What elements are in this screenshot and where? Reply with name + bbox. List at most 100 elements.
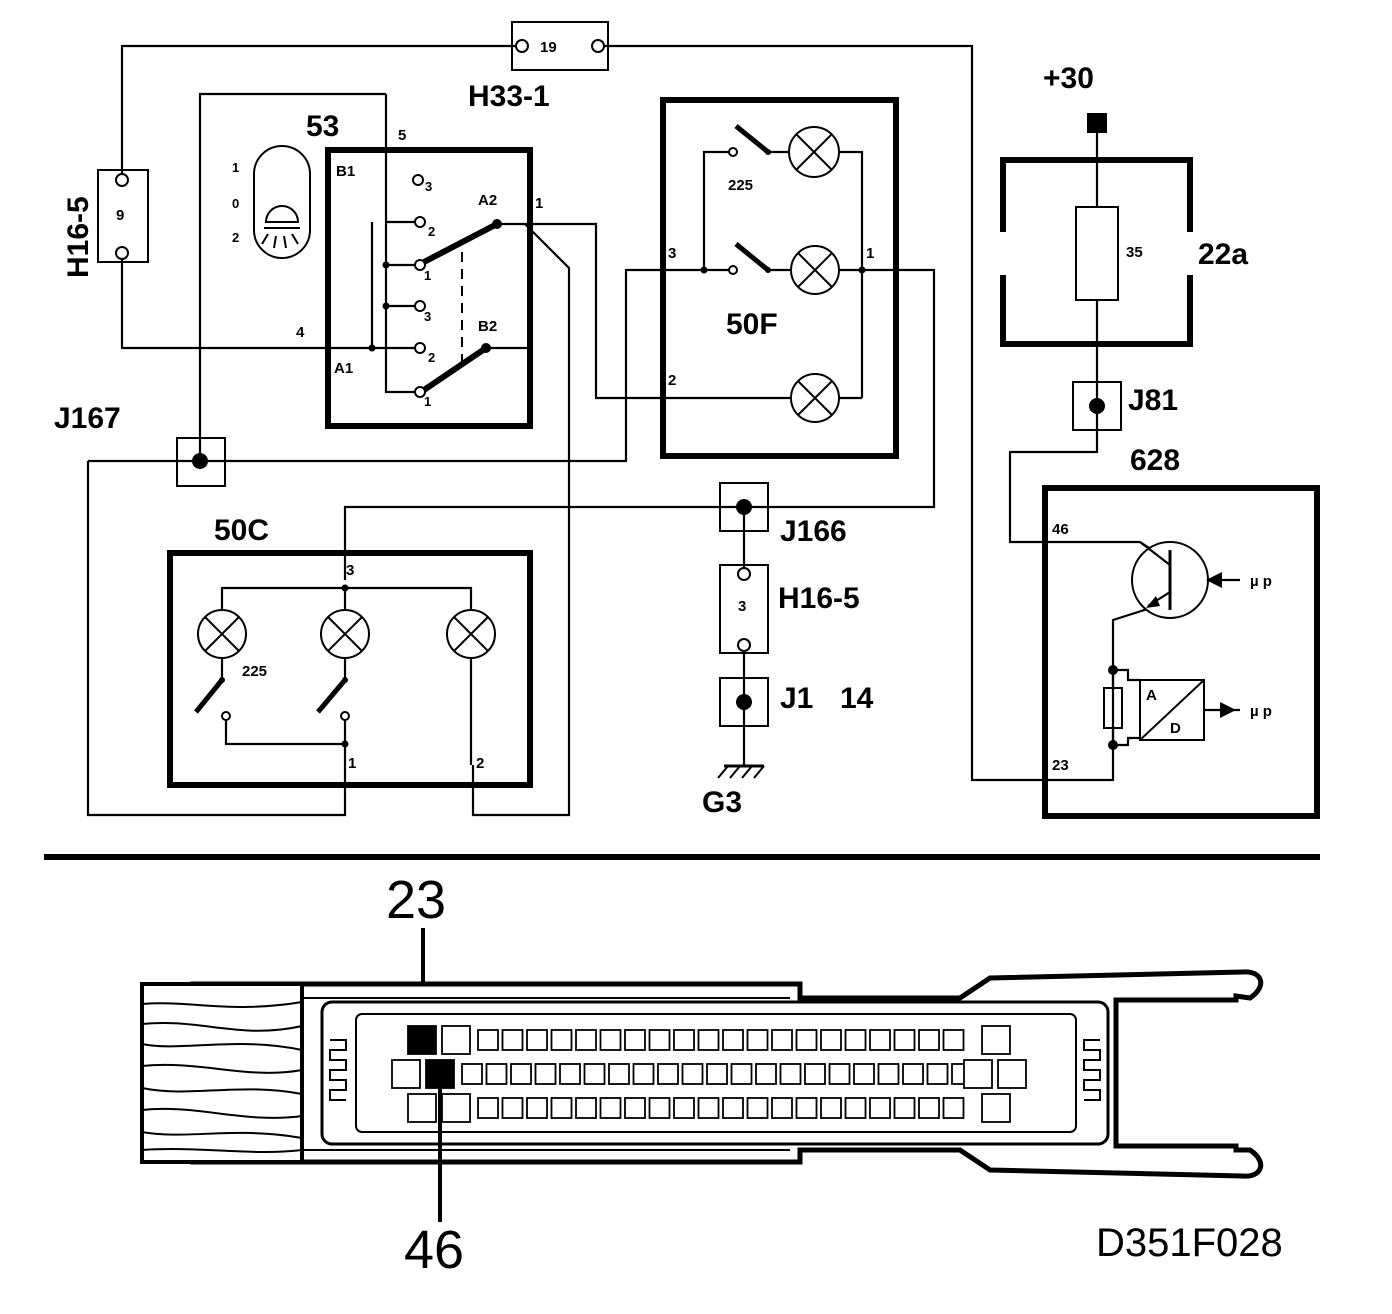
- connector-pin: [981, 1093, 1011, 1123]
- connector-pin: [648, 1097, 671, 1119]
- ad-d-label: D: [1170, 720, 1181, 737]
- connector-pin: [550, 1029, 573, 1051]
- j81-label: J81: [1128, 384, 1178, 417]
- connector-pin: [722, 1029, 744, 1051]
- connector-pin: [575, 1029, 597, 1051]
- mu-p-label-1: µ p: [1250, 573, 1272, 590]
- connector-h16-5-mid: 3 H16-5: [719, 564, 860, 654]
- wires: [86, 44, 1171, 817]
- lamp-50f-label: 50F: [726, 308, 778, 341]
- switch-a1-label: A1: [334, 360, 353, 377]
- connector-pin: [963, 1059, 993, 1089]
- connector-pin: [477, 1097, 499, 1119]
- bulb-icon: [197, 609, 247, 659]
- switch-a2-label: A2: [478, 192, 497, 209]
- lamp-50f-pin1: 1: [866, 245, 874, 262]
- connector-pin: [877, 1063, 900, 1085]
- connector-pin: [510, 1063, 532, 1085]
- power-supply: +30: [1043, 62, 1107, 133]
- switch-b1-label: B1: [336, 163, 355, 180]
- junction-j1: J1 14: [719, 677, 874, 727]
- connector-pin: [942, 1097, 965, 1119]
- connector-pin: [844, 1029, 867, 1051]
- switch-b2-label: B2: [478, 318, 497, 335]
- connector-pin: [697, 1097, 720, 1119]
- sw-pos-1: 1: [232, 160, 239, 175]
- connector-pin: [461, 1063, 483, 1085]
- ecu-pin46: 46: [1052, 521, 1069, 538]
- ecu-connector-illustration: 23 46: [140, 870, 1264, 1280]
- lamp-50c-pin1: 1: [348, 755, 356, 772]
- connector-pin: [828, 1063, 851, 1085]
- transistor-icon: µ p: [1131, 541, 1272, 619]
- connector-pin-top-label: 23: [386, 870, 446, 930]
- pin-row-top: [441, 1025, 1011, 1055]
- ecu-pin23: 23: [1052, 757, 1069, 774]
- connector-pin: [926, 1063, 949, 1085]
- lamp-50c-label: 50C: [214, 514, 269, 547]
- connector-pin: [981, 1025, 1011, 1055]
- bulb-icon: [320, 609, 370, 659]
- connector-pin: [391, 1059, 421, 1089]
- ad-converter-icon: A D µ p: [1139, 679, 1272, 741]
- connector-pin: [902, 1063, 924, 1085]
- connector-pin: [697, 1029, 720, 1051]
- bulb-icon: [790, 373, 840, 423]
- connector-pin: [583, 1063, 606, 1085]
- connector-pin: [575, 1097, 597, 1119]
- lamp-50f-pin2: 2: [668, 372, 676, 389]
- connector-pin: [624, 1029, 646, 1051]
- connector-pin: [869, 1029, 891, 1051]
- connector-pin: [730, 1063, 753, 1085]
- j167-label: J167: [54, 402, 121, 435]
- connector-pin: [477, 1029, 499, 1051]
- connector-h33-pin: 19: [540, 39, 557, 56]
- j1-label: J1: [780, 682, 813, 715]
- connector-pin: [681, 1063, 704, 1085]
- pin-23-highlight: [407, 1025, 437, 1055]
- connector-pin: [526, 1097, 548, 1119]
- bulb-icon: [788, 126, 840, 178]
- junction-j166: J166: [719, 482, 847, 548]
- pin-row-bottom: [407, 1093, 1011, 1123]
- connector-pin-bottom-label: 46: [404, 1220, 464, 1280]
- plus30-label: +30: [1043, 62, 1094, 95]
- connector-pin: [485, 1063, 508, 1085]
- connector-pin: [441, 1025, 471, 1055]
- connector-pin: [706, 1063, 728, 1085]
- connector-pin: [942, 1029, 965, 1051]
- connector-pin: [844, 1097, 867, 1119]
- connector-pin: [771, 1097, 793, 1119]
- lamp-50c-225: 225: [242, 663, 267, 680]
- connector-h16-5-left: 9 H16-5: [62, 169, 149, 278]
- lamp-unit-50c: 50C 225 3 1 2: [167, 514, 533, 788]
- connector-pin: [501, 1029, 524, 1051]
- bulb-icon: [446, 609, 496, 659]
- connector-pin: [795, 1097, 818, 1119]
- bulb-icon: [790, 245, 840, 295]
- connector-pin: [779, 1063, 802, 1085]
- connector-pin: [559, 1063, 581, 1085]
- connector-pin: [501, 1097, 524, 1119]
- j1-number: 14: [840, 682, 874, 715]
- connector-pin: [534, 1063, 557, 1085]
- junction-j81: J81: [1072, 381, 1178, 431]
- lamp-50f-225: 225: [728, 177, 753, 194]
- connector-pin: [673, 1097, 695, 1119]
- switch-53-label: 53: [306, 110, 339, 143]
- connector-pin: [441, 1093, 471, 1123]
- sw-o3-sub: 3: [425, 179, 432, 194]
- connector-pin: [722, 1097, 744, 1119]
- connector-pin: [673, 1029, 695, 1051]
- j166-label: J166: [780, 515, 847, 548]
- pin-row-middle: [391, 1059, 1027, 1089]
- connector-pin: [599, 1029, 622, 1051]
- connector-h33-label: H33-1: [468, 80, 550, 113]
- connector-pin: [407, 1093, 437, 1123]
- lamp-50f-pin3: 3: [668, 245, 676, 262]
- fuse-box-22a: 35 22a: [1000, 157, 1248, 347]
- connector-pin: [746, 1097, 769, 1119]
- sw-contact-1a: 1: [424, 268, 431, 283]
- connector-pin: [918, 1029, 940, 1051]
